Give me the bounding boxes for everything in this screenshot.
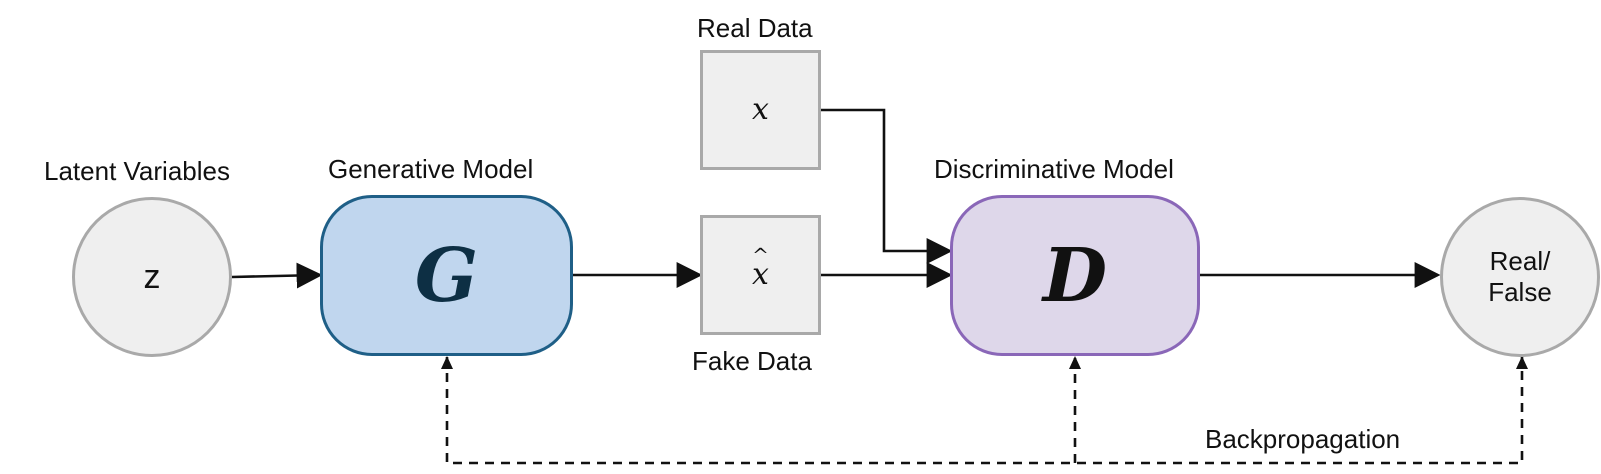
fake-data-hat-symbol: ^: [752, 243, 769, 267]
backpropagation-arrowhead-generator: [441, 356, 453, 369]
generative-model-node: G: [320, 195, 573, 356]
output-text: Real/ False: [1488, 246, 1552, 307]
backpropagation-arrowhead-output: [1516, 356, 1528, 369]
real-data-label: Real Data: [697, 13, 813, 43]
generator-symbol: G: [414, 232, 479, 319]
real-data-symbol: x: [752, 92, 769, 127]
discriminative-model-label: Discriminative Model: [934, 154, 1174, 184]
arrow-z-to-generator: [231, 262, 323, 289]
fake-data-node: ^ x: [700, 215, 821, 335]
fake-data-label: Fake Data: [692, 346, 812, 376]
discriminative-model-node: D: [950, 195, 1200, 356]
latent-variables-label: Latent Variables: [44, 156, 230, 186]
backpropagation-arrowhead-discriminator: [1069, 356, 1081, 369]
latent-variable-node: z: [72, 197, 232, 357]
output-node: Real/ False: [1440, 197, 1600, 357]
arrow-real-data-to-discriminator: [821, 108, 953, 264]
fake-data-symbol: x: [752, 257, 769, 292]
fake-data-symbol-wrapper: ^ x: [752, 245, 769, 292]
real-data-node: x: [700, 50, 821, 170]
output-line-false: False: [1488, 277, 1552, 307]
backpropagation-label: Backpropagation: [1205, 424, 1401, 454]
latent-z-symbol: z: [143, 258, 161, 296]
backpropagation-dashed-line: [445, 357, 1524, 465]
output-line-real: Real/: [1489, 246, 1551, 277]
discriminator-symbol: D: [1042, 232, 1108, 319]
generative-model-label: Generative Model: [328, 154, 534, 184]
